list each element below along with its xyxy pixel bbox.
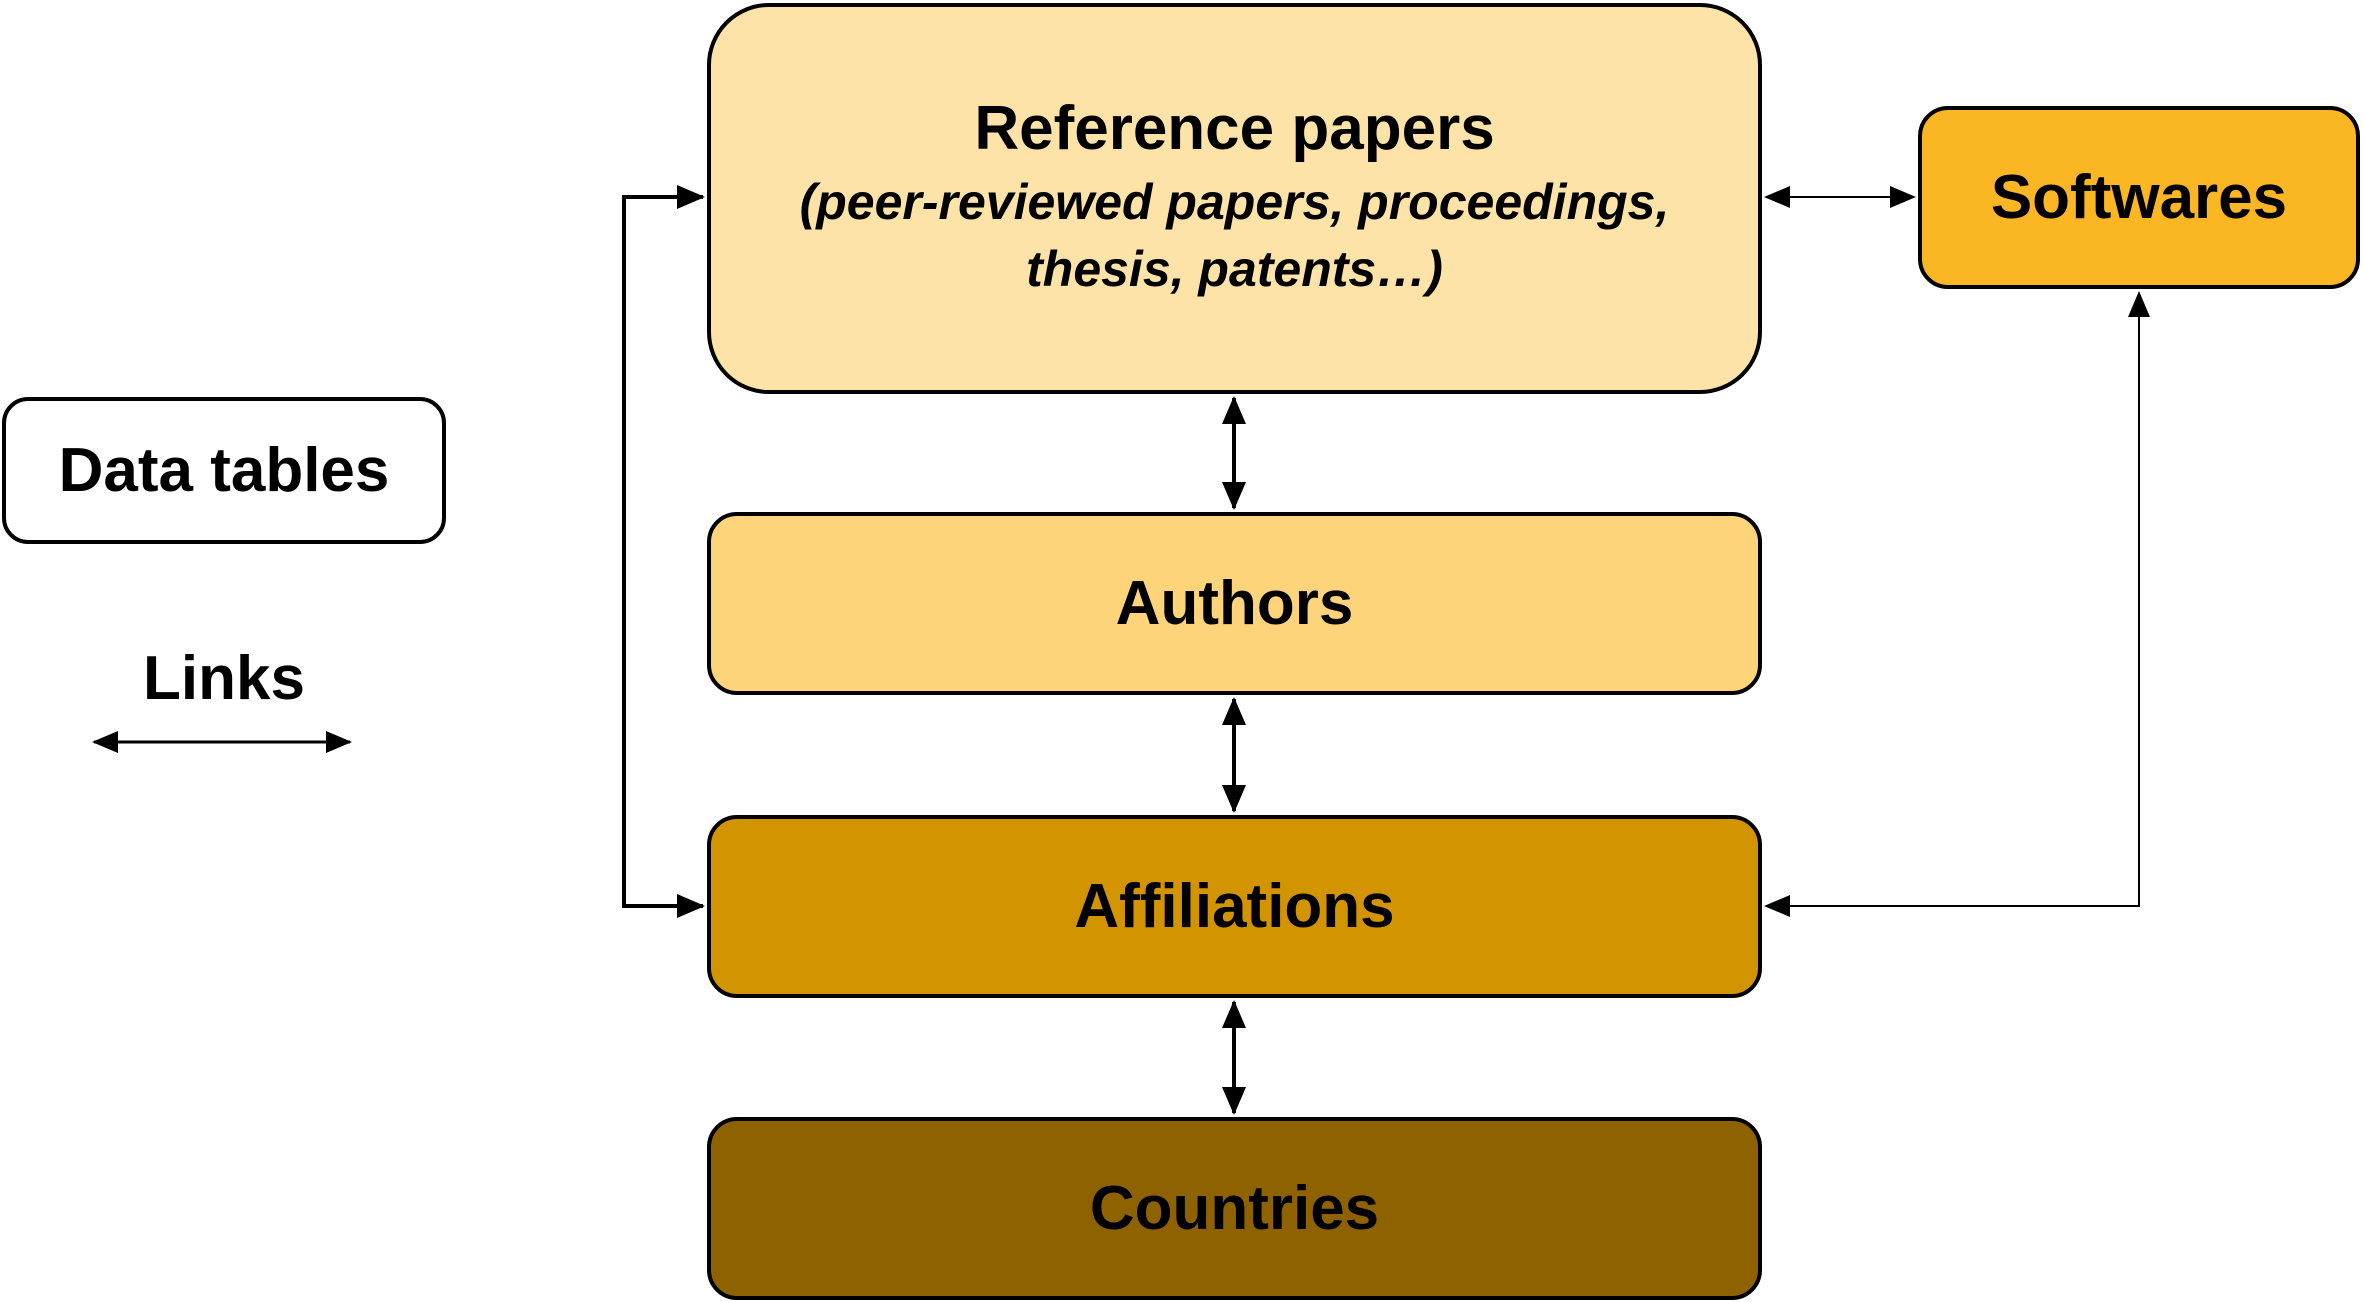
node-reference-papers-subtitle-line1: (peer-reviewed papers, proceedings, <box>799 173 1670 230</box>
legend-data-tables-box: Data tables <box>2 397 446 544</box>
legend-links-label: Links <box>143 644 305 713</box>
node-countries: Countries <box>707 1117 1762 1300</box>
node-reference-papers-subtitle-line2: thesis, patents…) <box>1026 241 1443 298</box>
node-reference-papers-title: Reference papers <box>974 94 1495 164</box>
node-softwares-title: Softwares <box>1990 162 2288 232</box>
node-countries-title: Countries <box>1089 1173 1380 1243</box>
legend-data-tables-label: Data tables <box>58 435 390 505</box>
node-reference-papers: Reference papers (peer-reviewed papers, … <box>707 3 1762 394</box>
node-affiliations: Affiliations <box>707 815 1762 998</box>
link-refs-affiliations <box>622 185 705 918</box>
node-authors: Authors <box>707 512 1762 695</box>
node-affiliations-title: Affiliations <box>1074 871 1395 941</box>
node-authors-title: Authors <box>1115 568 1354 638</box>
link-softwares-affiliations <box>1764 291 2150 917</box>
node-softwares: Softwares <box>1918 106 2360 289</box>
